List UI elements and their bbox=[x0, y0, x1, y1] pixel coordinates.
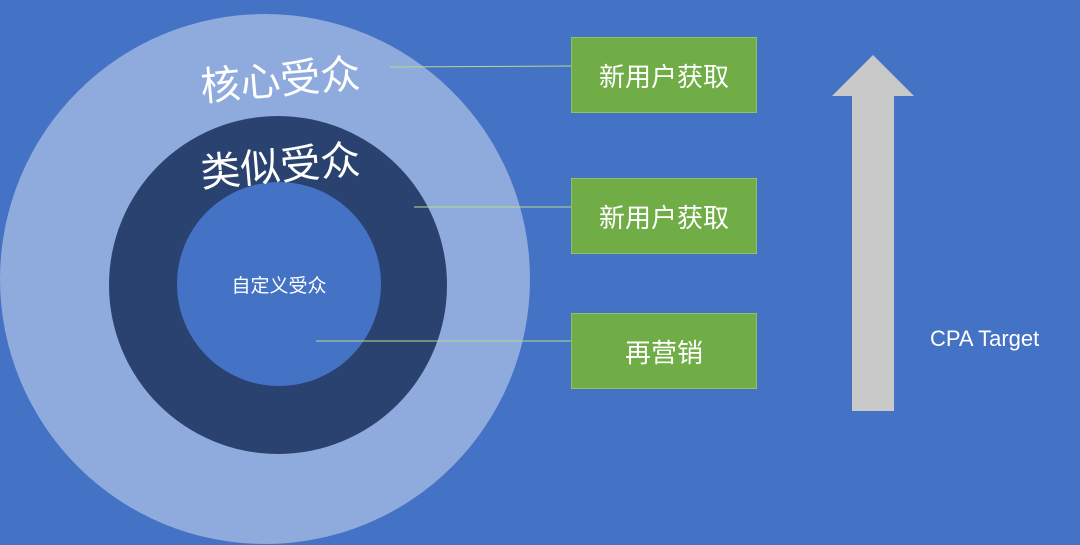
up-arrow-icon bbox=[832, 55, 914, 411]
up-arrow-shape bbox=[832, 55, 914, 411]
ring-custom-audience bbox=[177, 182, 381, 386]
strategy-box-new-user-1: 新用户获取 bbox=[571, 37, 757, 113]
cpa-target-label: CPA Target bbox=[930, 326, 1040, 351]
strategy-box-remarketing: 再营销 bbox=[571, 313, 757, 389]
strategy-box-new-user-2: 新用户获取 bbox=[571, 178, 757, 254]
ring-label-custom: 自定义受众 bbox=[231, 275, 327, 297]
connector-line-core bbox=[389, 65, 572, 68]
